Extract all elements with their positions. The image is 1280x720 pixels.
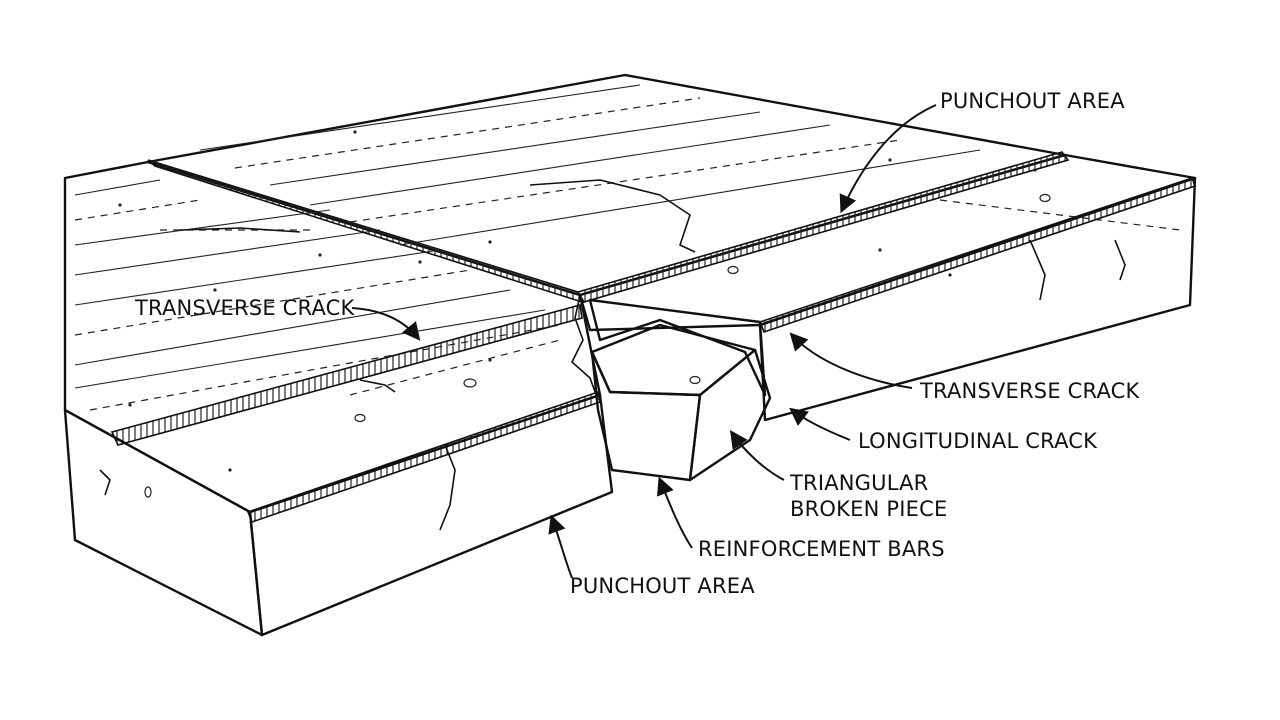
reinforcement-bars	[110, 151, 1197, 524]
label-longitudinal-crack: LONGITUDINAL CRACK	[858, 429, 1098, 453]
label-triangular-line2: BROKEN PIECE	[790, 497, 947, 521]
label-reinforcement-bars: REINFORCEMENT BARS	[698, 537, 945, 561]
leader-arrows	[351, 104, 937, 579]
rebar-top-left	[147, 159, 584, 304]
arrow-transverse-left	[351, 307, 421, 341]
slab-side-faces	[63, 176, 1197, 637]
broken-piece-side	[688, 348, 772, 482]
arrow-reinforcement	[656, 476, 693, 549]
arrow-triangular	[729, 430, 785, 481]
label-punchout-area-top: PUNCHOUT AREA	[940, 89, 1125, 113]
left-slab-top	[63, 160, 602, 514]
center-jagged-crack	[571, 294, 599, 401]
surface-texture-lines	[74, 84, 1181, 411]
right-slab-front-face	[758, 176, 1197, 422]
rebar-top-right	[576, 151, 1070, 303]
arrow-punchout-top	[839, 104, 937, 214]
right-slab-top	[578, 153, 1197, 332]
surface-cracks	[99, 179, 1126, 531]
label-transverse-crack-right: TRANSVERSE CRACK	[919, 379, 1141, 403]
left-slab-front-face	[248, 393, 614, 637]
punchout-back-wall	[588, 298, 767, 397]
rebar-lower-left	[110, 303, 583, 446]
arrow-longitudinal	[789, 407, 851, 441]
label-punchout-area-bottom: PUNCHOUT AREA	[570, 574, 755, 598]
callout-labels: PUNCHOUT AREA TRANSVERSE CRACK TRANSVERS…	[134, 89, 1141, 598]
left-slab-side-face	[63, 408, 264, 637]
arrow-transverse-right	[789, 332, 913, 389]
label-transverse-crack-left: TRANSVERSE CRACK	[134, 296, 356, 320]
arrow-punchout-bottom	[548, 514, 573, 579]
label-triangular-line1: TRIANGULAR	[789, 471, 928, 495]
triangular-broken-piece	[571, 294, 772, 482]
surface-specks	[118, 130, 1051, 498]
